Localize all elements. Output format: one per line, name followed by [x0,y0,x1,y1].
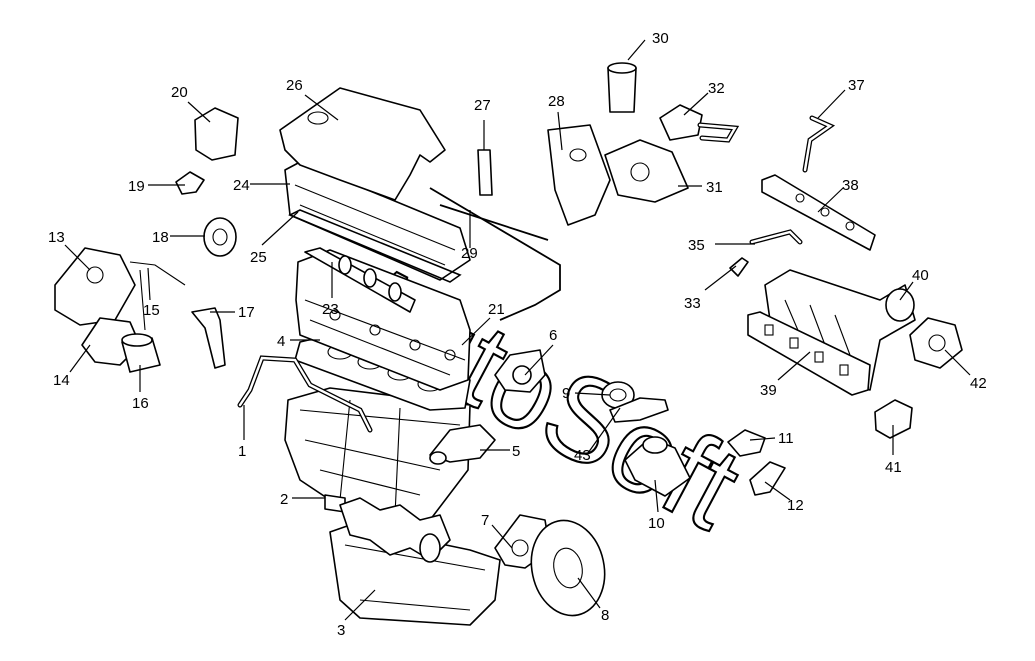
callout-18: 18 [152,229,169,246]
part-crankshaft [324,494,451,563]
part-vacuum-pump [494,349,546,393]
part-egr-valve [909,317,963,369]
part-flywheel [530,519,606,617]
part-water-pipe [237,355,373,433]
part-injector [729,257,749,277]
callout-17: 17 [238,304,255,321]
callout-9: 9 [562,385,570,402]
callout-10: 10 [648,515,665,532]
callout-1: 1 [238,443,246,460]
callout-20: 20 [171,84,188,101]
callout-6: 6 [549,327,557,344]
part-cover-gasket [288,209,462,283]
callout-11: 11 [778,430,794,447]
callout-29: 29 [461,245,478,262]
callout-40: 40 [912,267,929,284]
callout-37: 37 [848,77,865,94]
callout-14: 14 [53,372,70,389]
part-thermostat-housing [429,424,496,465]
callout-4: 4 [277,333,285,350]
part-cylinder-head [295,249,471,391]
part-glow-plug [477,120,493,196]
callout-12: 12 [787,497,804,514]
part-pressure-sensor [659,104,740,143]
callout-28: 28 [548,93,565,110]
callout-2: 2 [280,491,288,508]
part-bracket [749,461,786,496]
callout-35: 35 [688,237,705,254]
part-fuel-lines [429,187,561,321]
callout-3: 3 [337,622,345,639]
callout-8: 8 [601,607,609,624]
part-intake-manifold [764,269,916,391]
part-injection-pump [604,139,689,203]
part-fuel-rail [761,174,876,251]
callout-7: 7 [481,512,489,529]
part-starter-motor [624,436,691,497]
leader-lines [64,39,971,621]
part-ring-seal [601,381,669,423]
part-rail-line-37 [802,115,836,173]
callout-33: 33 [684,295,701,312]
part-timing-cover [54,247,186,331]
part-engine-cover [279,87,446,201]
part-rail-line-35 [749,229,803,245]
callout-42: 42 [970,375,987,392]
part-oil-filter [121,333,161,373]
callout-26: 26 [286,77,303,94]
callout-31: 31 [706,179,723,196]
part-sensor [727,429,766,457]
part-fuel-filter [607,62,637,113]
callout-24: 24 [233,177,250,194]
callout-16: 16 [132,395,149,412]
callout-25: 25 [250,249,267,266]
part-module [874,399,913,439]
part-dipstick [191,307,226,369]
part-pulley [203,217,237,257]
callout-21: 21 [488,301,505,318]
callout-27: 27 [474,97,491,114]
callout-23: 23 [322,301,339,318]
part-control-unit [194,107,239,161]
callout-39: 39 [760,382,777,399]
callout-41: 41 [885,459,902,476]
callout-15: 15 [143,302,160,319]
callout-38: 38 [842,177,859,194]
part-pump-bracket [547,124,611,226]
callout-43: 43 [574,447,591,464]
callout-32: 32 [708,80,725,97]
part-small-sensor [175,171,205,195]
callout-13: 13 [48,229,65,246]
callout-30: 30 [652,30,669,47]
callout-5: 5 [512,443,520,460]
callouts: 1 2 3 4 5 6 7 8 9 10 11 12 13 14 15 16 1… [48,30,987,639]
callout-19: 19 [128,178,145,195]
